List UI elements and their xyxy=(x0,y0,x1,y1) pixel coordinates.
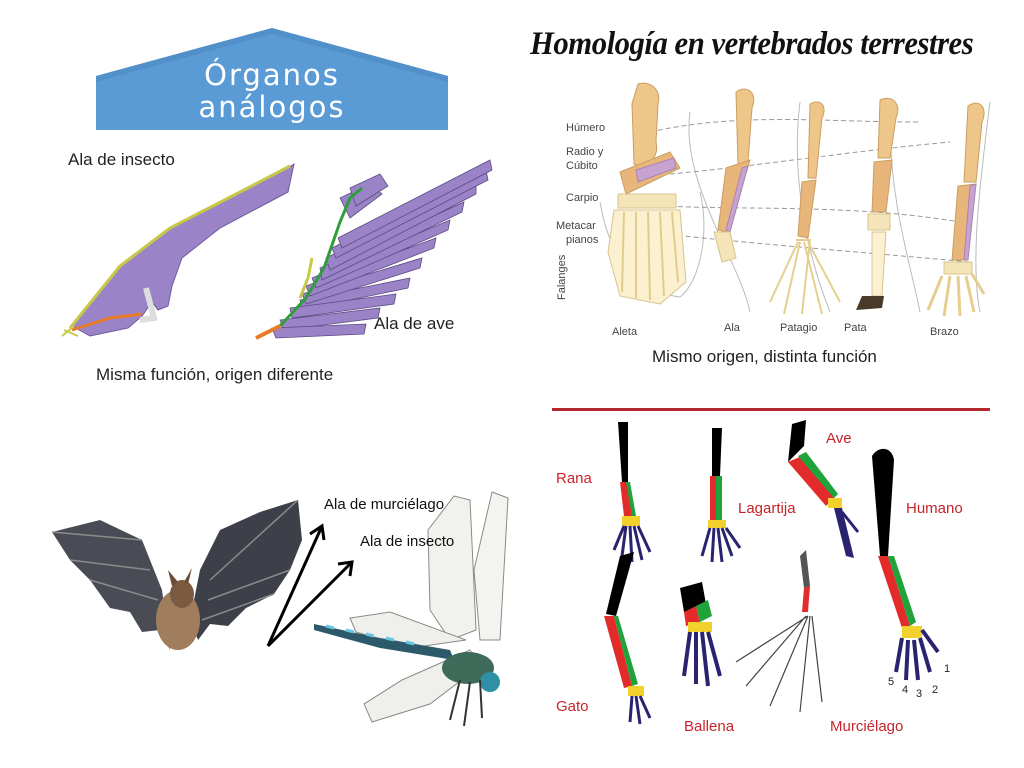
bone-label-carpus: Carpio xyxy=(566,192,599,204)
analogous-wings-illustration xyxy=(61,159,493,340)
analogous-organs-banner: Órganos análogos xyxy=(96,28,448,130)
animal-label-bat: Murciélago xyxy=(830,718,904,735)
digit-1: 1 xyxy=(944,663,951,675)
house-shape xyxy=(96,28,448,130)
bone-label-ulna: Cúbito xyxy=(566,160,598,172)
bone-label-metacarpals-2: pianos xyxy=(566,234,599,246)
homology-caption: Mismo origen, distinta función xyxy=(652,347,877,366)
arrows xyxy=(266,523,354,648)
whale-limb xyxy=(680,582,722,687)
dragonfly-drawing xyxy=(314,491,509,727)
homology-limbs-illustration xyxy=(599,82,991,317)
bird-wing-bones xyxy=(713,88,755,263)
animal-label-frog: Rana xyxy=(556,470,592,487)
bone-label-radius: Radio y xyxy=(566,146,604,158)
limb-label-aleta: Aleta xyxy=(612,326,638,338)
bird-wing-drawing xyxy=(255,159,493,340)
section-divider xyxy=(552,408,990,411)
animal-label-lizard: Lagartija xyxy=(738,500,796,517)
bat-wing-bones xyxy=(769,101,841,315)
colored-limbs-illustration xyxy=(604,420,940,725)
flipper-bones xyxy=(607,82,687,305)
limb-label-ala: Ala xyxy=(724,322,740,334)
bird-limb xyxy=(788,420,860,558)
bone-label-phalanges: Falanges xyxy=(556,254,568,300)
human-arm-bones xyxy=(926,102,986,317)
bird-wing-label: Ala de ave xyxy=(374,314,455,333)
limb-label-pata: Pata xyxy=(844,322,867,334)
digit-5: 5 xyxy=(888,676,895,688)
bone-label-humerus: Húmero xyxy=(566,122,606,134)
frog-limb xyxy=(612,422,652,563)
banner-line2: análogos xyxy=(198,90,346,124)
animal-label-bird: Ave xyxy=(826,430,852,447)
bat-limb xyxy=(735,550,823,713)
insect-wing-label-2: Ala de insecto xyxy=(360,533,455,550)
horse-leg-bones xyxy=(856,97,899,310)
cat-limb xyxy=(604,552,652,725)
bat-wing-label: Ala de murciélago xyxy=(324,496,445,513)
lizard-limb xyxy=(700,428,742,563)
bat-drawing xyxy=(51,499,302,650)
limb-label-brazo: Brazo xyxy=(930,326,959,338)
analogous-caption: Misma función, origen diferente xyxy=(96,365,334,384)
bat-and-dragonfly-illustration xyxy=(51,491,509,727)
banner-line1: Órganos xyxy=(204,58,340,92)
homology-title: Homología en vertebrados terrestres xyxy=(530,26,974,62)
insect-wing-label: Ala de insecto xyxy=(68,150,175,169)
human-limb xyxy=(872,448,940,681)
limb-label-patagio: Patagio xyxy=(780,322,818,334)
insect-wing-drawing xyxy=(61,162,295,337)
animal-label-human: Humano xyxy=(906,500,963,517)
bone-label-metacarpals-1: Metacar xyxy=(556,220,596,232)
digit-2: 2 xyxy=(932,684,939,696)
animal-label-cat: Gato xyxy=(556,698,589,715)
digit-4: 4 xyxy=(902,684,909,696)
animal-label-whale: Ballena xyxy=(684,718,735,735)
digit-3: 3 xyxy=(916,688,923,700)
